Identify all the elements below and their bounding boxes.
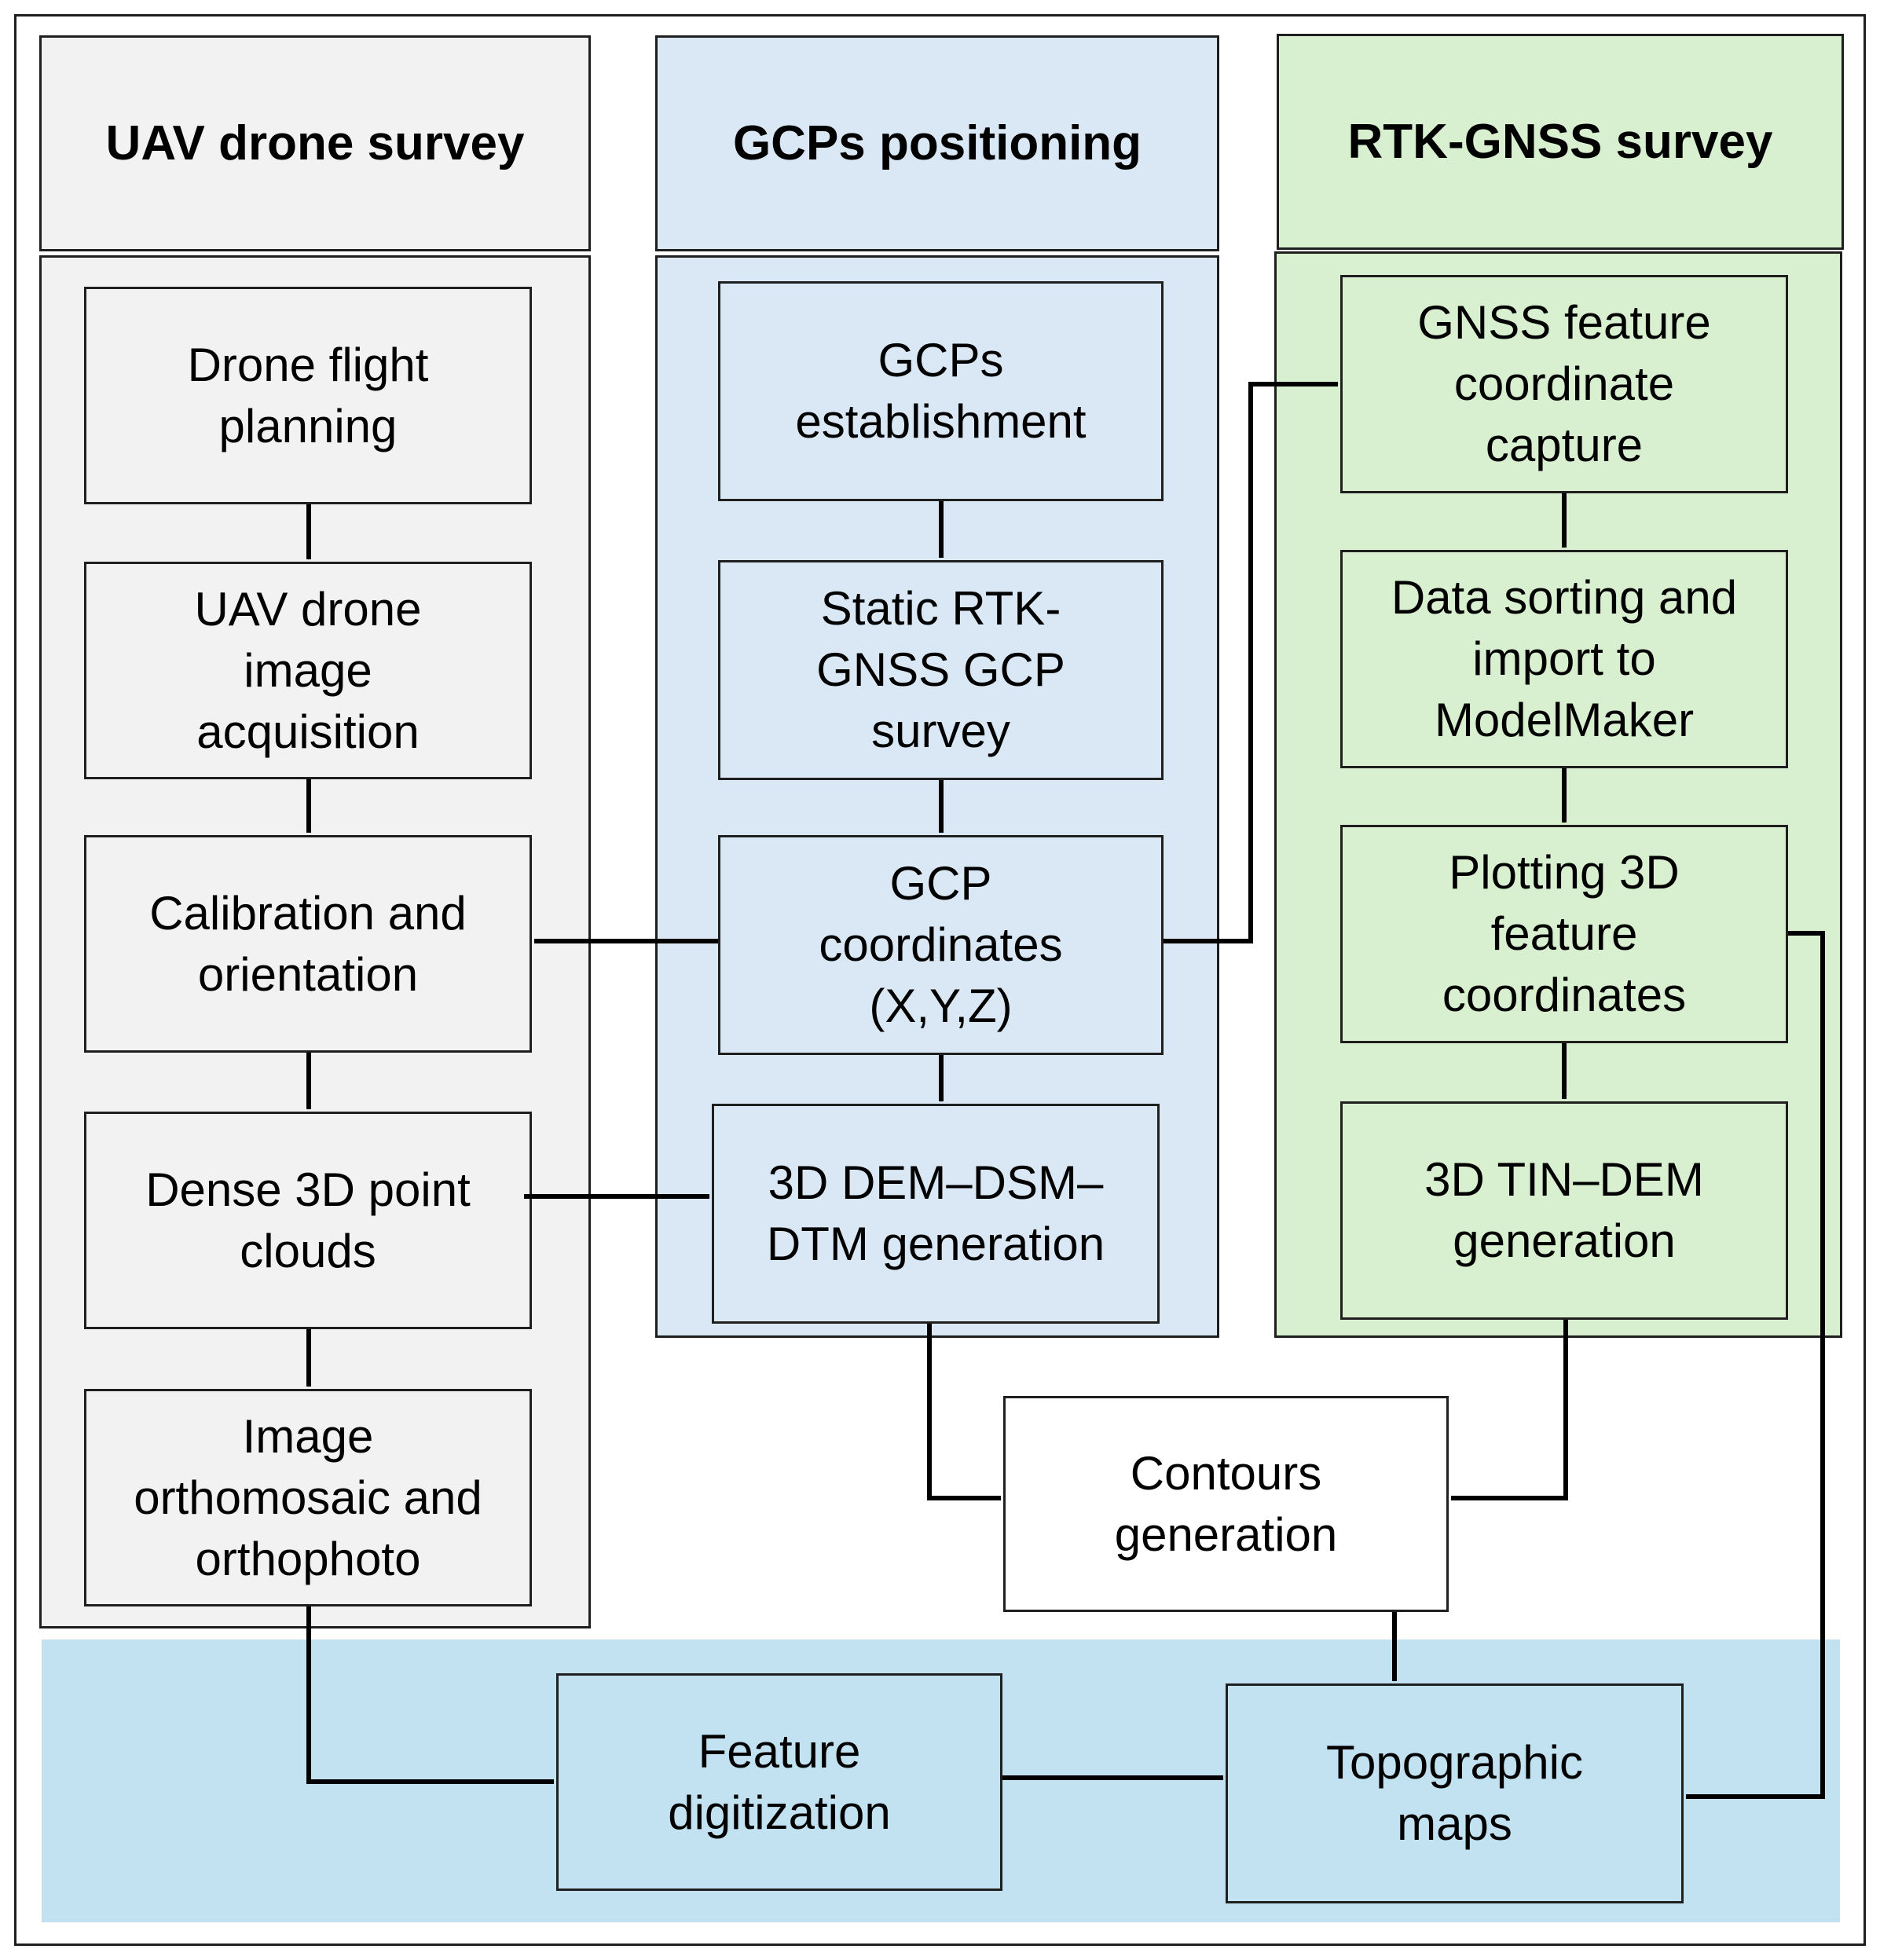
- uav-image-acquisition-box: UAV drone image acquisition: [84, 562, 532, 779]
- tin-dem-generation-box: 3D TIN–DEM generation: [1340, 1101, 1788, 1320]
- gnss-feature-capture-box: GNSS feature coordinate capture: [1340, 275, 1788, 493]
- dem-dsm-dtm-generation-box: 3D DEM–DSM– DTM generation: [712, 1104, 1160, 1324]
- topographic-maps-box: Topographic maps: [1226, 1683, 1684, 1903]
- feature-digitization-box: Feature digitization: [556, 1673, 1002, 1891]
- gcp-coordinates-box: GCP coordinates (X,Y,Z): [718, 835, 1164, 1055]
- image-orthomosaic-box: Image orthomosaic and orthophoto: [84, 1389, 532, 1606]
- contours-generation-box: Contours generation: [1003, 1396, 1449, 1612]
- arrow-orthomosaic-to-digitization: [306, 1606, 555, 1784]
- plotting-3d-feature-box: Plotting 3D feature coordinates: [1340, 825, 1788, 1043]
- arrow-plotting-to-maps: [1685, 931, 1825, 1799]
- data-sorting-import-box: Data sorting and import to ModelMaker: [1340, 550, 1788, 768]
- rtk-gnss-header: RTK-GNSS survey: [1277, 34, 1844, 250]
- gcps-establishment-box: GCPs establishment: [718, 281, 1164, 501]
- arrow-coordinates-to-gnss-capture: [1164, 382, 1339, 943]
- calibration-orientation-box: Calibration and orientation: [84, 835, 532, 1053]
- static-rtk-gnss-gcp-survey-box: Static RTK- GNSS GCP survey: [718, 560, 1164, 780]
- uav-survey-header: UAV drone survey: [39, 35, 591, 251]
- dense-point-clouds-box: Dense 3D point clouds: [84, 1112, 532, 1329]
- gcp-positioning-header: GCPs positioning: [655, 35, 1219, 251]
- arrow-dem-to-contours: [927, 1324, 1002, 1500]
- arrow-tin-to-contours: [1450, 1320, 1568, 1500]
- drone-flight-planning-box: Drone flight planning: [84, 287, 532, 504]
- outer-frame: [14, 14, 1866, 1946]
